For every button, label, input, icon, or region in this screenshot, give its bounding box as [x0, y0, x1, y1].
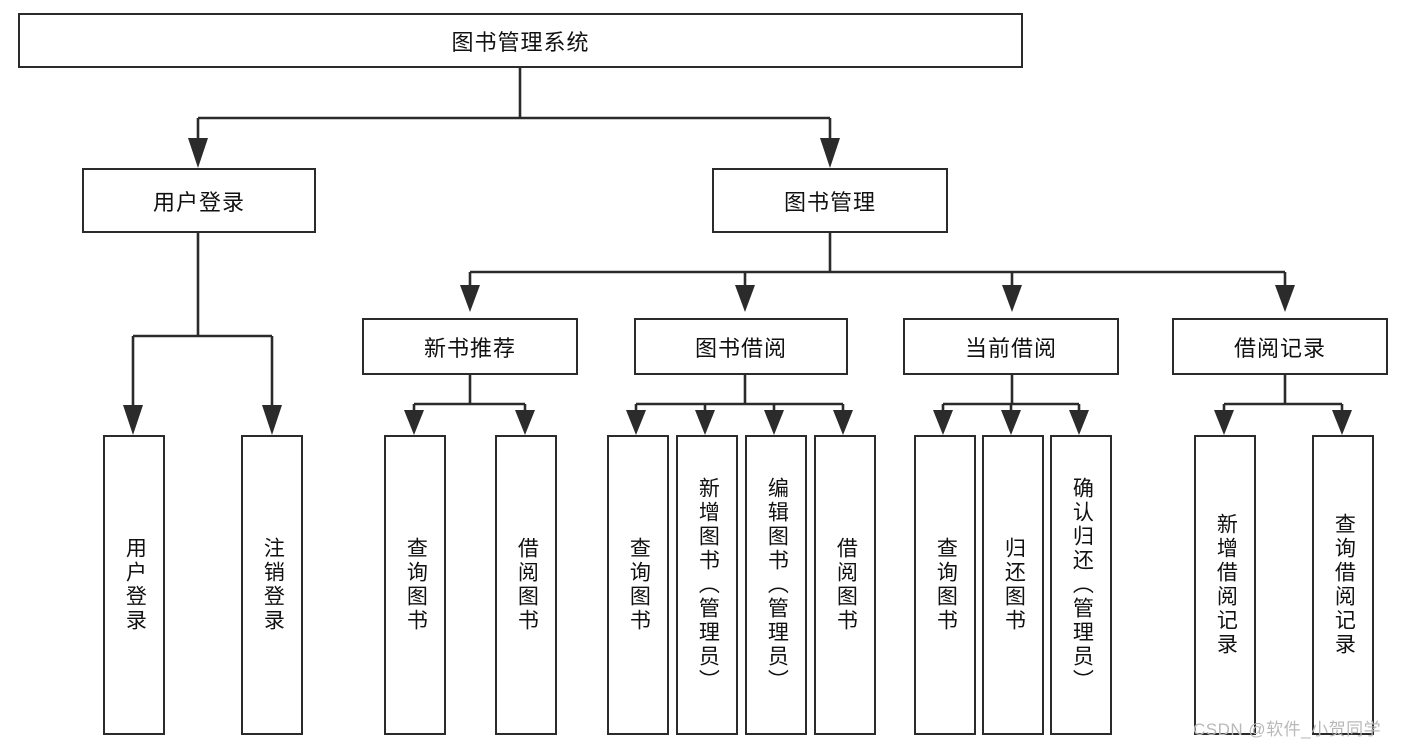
node-label: 查询图书: [934, 537, 958, 633]
watermark: CSDN @软件_小贺同学: [1193, 720, 1382, 739]
node-label: 当前借阅: [964, 335, 1057, 361]
node-label: 图书借阅: [694, 335, 787, 361]
node-root-system[interactable]: 图书管理系统: [18, 13, 1023, 68]
leaf-add-book-admin[interactable]: 新增图书（管理员）: [676, 435, 738, 735]
leaf-query-borrow-record[interactable]: 查询借阅记录: [1312, 435, 1374, 735]
node-label: 归还图书: [1002, 537, 1026, 633]
node-current-borrow[interactable]: 当前借阅: [903, 318, 1119, 375]
leaf-query-book-current[interactable]: 查询图书: [914, 435, 976, 735]
node-label: 新书推荐: [423, 335, 516, 361]
node-label: 用户登录: [123, 537, 147, 633]
node-label: 图书管理: [783, 189, 876, 215]
leaf-borrow-book-recommend[interactable]: 借阅图书: [495, 435, 557, 735]
leaf-query-book-recommend[interactable]: 查询图书: [384, 435, 446, 735]
node-label: 查询借阅记录: [1332, 513, 1356, 657]
leaf-logout-login[interactable]: 注销登录: [241, 435, 303, 735]
node-label: 借阅图书: [515, 537, 539, 633]
node-label: 确认归还（管理员）: [1070, 477, 1094, 693]
leaf-add-borrow-record[interactable]: 新增借阅记录: [1194, 435, 1256, 735]
node-label: 查询图书: [627, 537, 651, 633]
node-user-login-module[interactable]: 用户登录: [82, 168, 316, 233]
node-label: 新增图书（管理员）: [696, 477, 720, 693]
leaf-confirm-return-admin[interactable]: 确认归还（管理员）: [1050, 435, 1112, 735]
node-label: 借阅记录: [1233, 335, 1326, 361]
node-new-book-recommend[interactable]: 新书推荐: [362, 318, 578, 375]
node-label: 编辑图书（管理员）: [765, 477, 789, 693]
leaf-borrow-book[interactable]: 借阅图书: [814, 435, 876, 735]
node-label: 借阅图书: [834, 537, 858, 633]
node-book-manage-module[interactable]: 图书管理: [712, 168, 948, 233]
node-label: 查询图书: [404, 537, 428, 633]
node-label: 新增借阅记录: [1214, 513, 1238, 657]
leaf-edit-book-admin[interactable]: 编辑图书（管理员）: [745, 435, 807, 735]
node-label: 用户登录: [152, 189, 245, 215]
leaf-return-book[interactable]: 归还图书: [982, 435, 1044, 735]
node-book-borrow[interactable]: 图书借阅: [634, 318, 848, 375]
leaf-query-book-borrow[interactable]: 查询图书: [607, 435, 669, 735]
leaf-user-login[interactable]: 用户登录: [103, 435, 165, 735]
node-label: 注销登录: [261, 537, 285, 633]
node-label: 图书管理系统: [451, 29, 590, 55]
node-borrow-record[interactable]: 借阅记录: [1172, 318, 1388, 375]
